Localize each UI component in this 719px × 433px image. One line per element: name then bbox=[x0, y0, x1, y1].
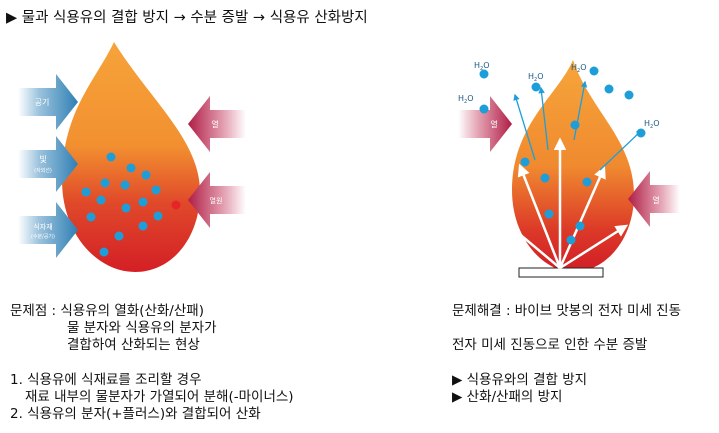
h2o-label-5: H2O bbox=[644, 119, 660, 130]
water-molecules-right bbox=[520, 120, 592, 245]
arrow-light-label: 빛 bbox=[39, 154, 46, 164]
problem-item2: 2. 식용유의 분자(+플러스)와 결합되어 산화 bbox=[10, 406, 261, 422]
arrow-air: 공기 bbox=[18, 74, 78, 130]
solution-line2: 전자 미세 진동으로 인한 수분 증발 bbox=[452, 337, 648, 353]
arrow-ingredient: 식자재 (수분/공기) bbox=[18, 202, 78, 258]
problem-item1: 1. 식용유에 식재료를 조리할 경우 bbox=[10, 372, 202, 388]
right-diagram: 열 열 bbox=[458, 60, 680, 278]
arrow-heat-right-right: 열 bbox=[628, 171, 680, 227]
arrow-ingredient-sub: (수분/공기) bbox=[31, 233, 55, 240]
left-diagram: 공기 빛 (자외선) 식자재 (수분/공기) 열 열원 bbox=[18, 42, 246, 272]
flame-right bbox=[512, 60, 634, 272]
h2o-label-1: H2O bbox=[474, 61, 490, 72]
page-title: ▶ 물과 식용유의 결합 방지 → 수분 증발 → 식용유 산화방지 bbox=[6, 10, 368, 26]
solution-label: 문제해결 : 바이브 맛봉의 전자 미세 진동 bbox=[452, 303, 682, 319]
arrow-heat: 열 bbox=[188, 96, 246, 152]
arrow-ingredient-label: 식자재 bbox=[33, 222, 52, 231]
arrow-air-label: 공기 bbox=[35, 98, 50, 107]
flame-left bbox=[62, 42, 200, 272]
device-base bbox=[518, 267, 604, 278]
h2o-label-2: H2O bbox=[458, 94, 474, 105]
water-molecules-left bbox=[81, 152, 181, 257]
solution-bullet2: ▶ 산화/산패의 방지 bbox=[452, 389, 563, 405]
h2o-label-4: H2O bbox=[571, 63, 587, 74]
arrow-heat-right-right-label: 열 bbox=[652, 196, 659, 205]
vibration-arrows bbox=[496, 137, 629, 270]
problem-line3: 결합하여 산화되는 현상 bbox=[67, 337, 200, 353]
h2o-label-3: H2O bbox=[528, 72, 544, 83]
h2o-labels: H2O H2O H2O H2O H2O bbox=[458, 61, 660, 130]
problem-item1-detail: 재료 내부의 물분자가 가열되어 분해(-마이너스) bbox=[25, 389, 294, 405]
arrow-light-sub: (자외선) bbox=[34, 167, 52, 174]
water-molecules-outside bbox=[479, 66, 646, 138]
arrow-heat-source-label: 열원 bbox=[210, 196, 223, 205]
arrow-heat-right-left-label: 열 bbox=[490, 120, 497, 129]
arrow-light: 빛 (자외선) bbox=[18, 136, 78, 192]
problem-label: 문제점 : 식용유의 열화(산화/산패) bbox=[10, 303, 204, 319]
evaporation-arrows bbox=[513, 80, 643, 171]
arrow-heat-right-left: 열 bbox=[458, 96, 512, 152]
problem-line2: 물 분자와 식용유의 분자가 bbox=[67, 320, 217, 336]
arrow-heat-label: 열 bbox=[211, 120, 218, 129]
solution-bullet1: ▶ 식용유와의 결합 방지 bbox=[452, 372, 588, 388]
arrow-heat-source: 열원 bbox=[188, 172, 246, 228]
